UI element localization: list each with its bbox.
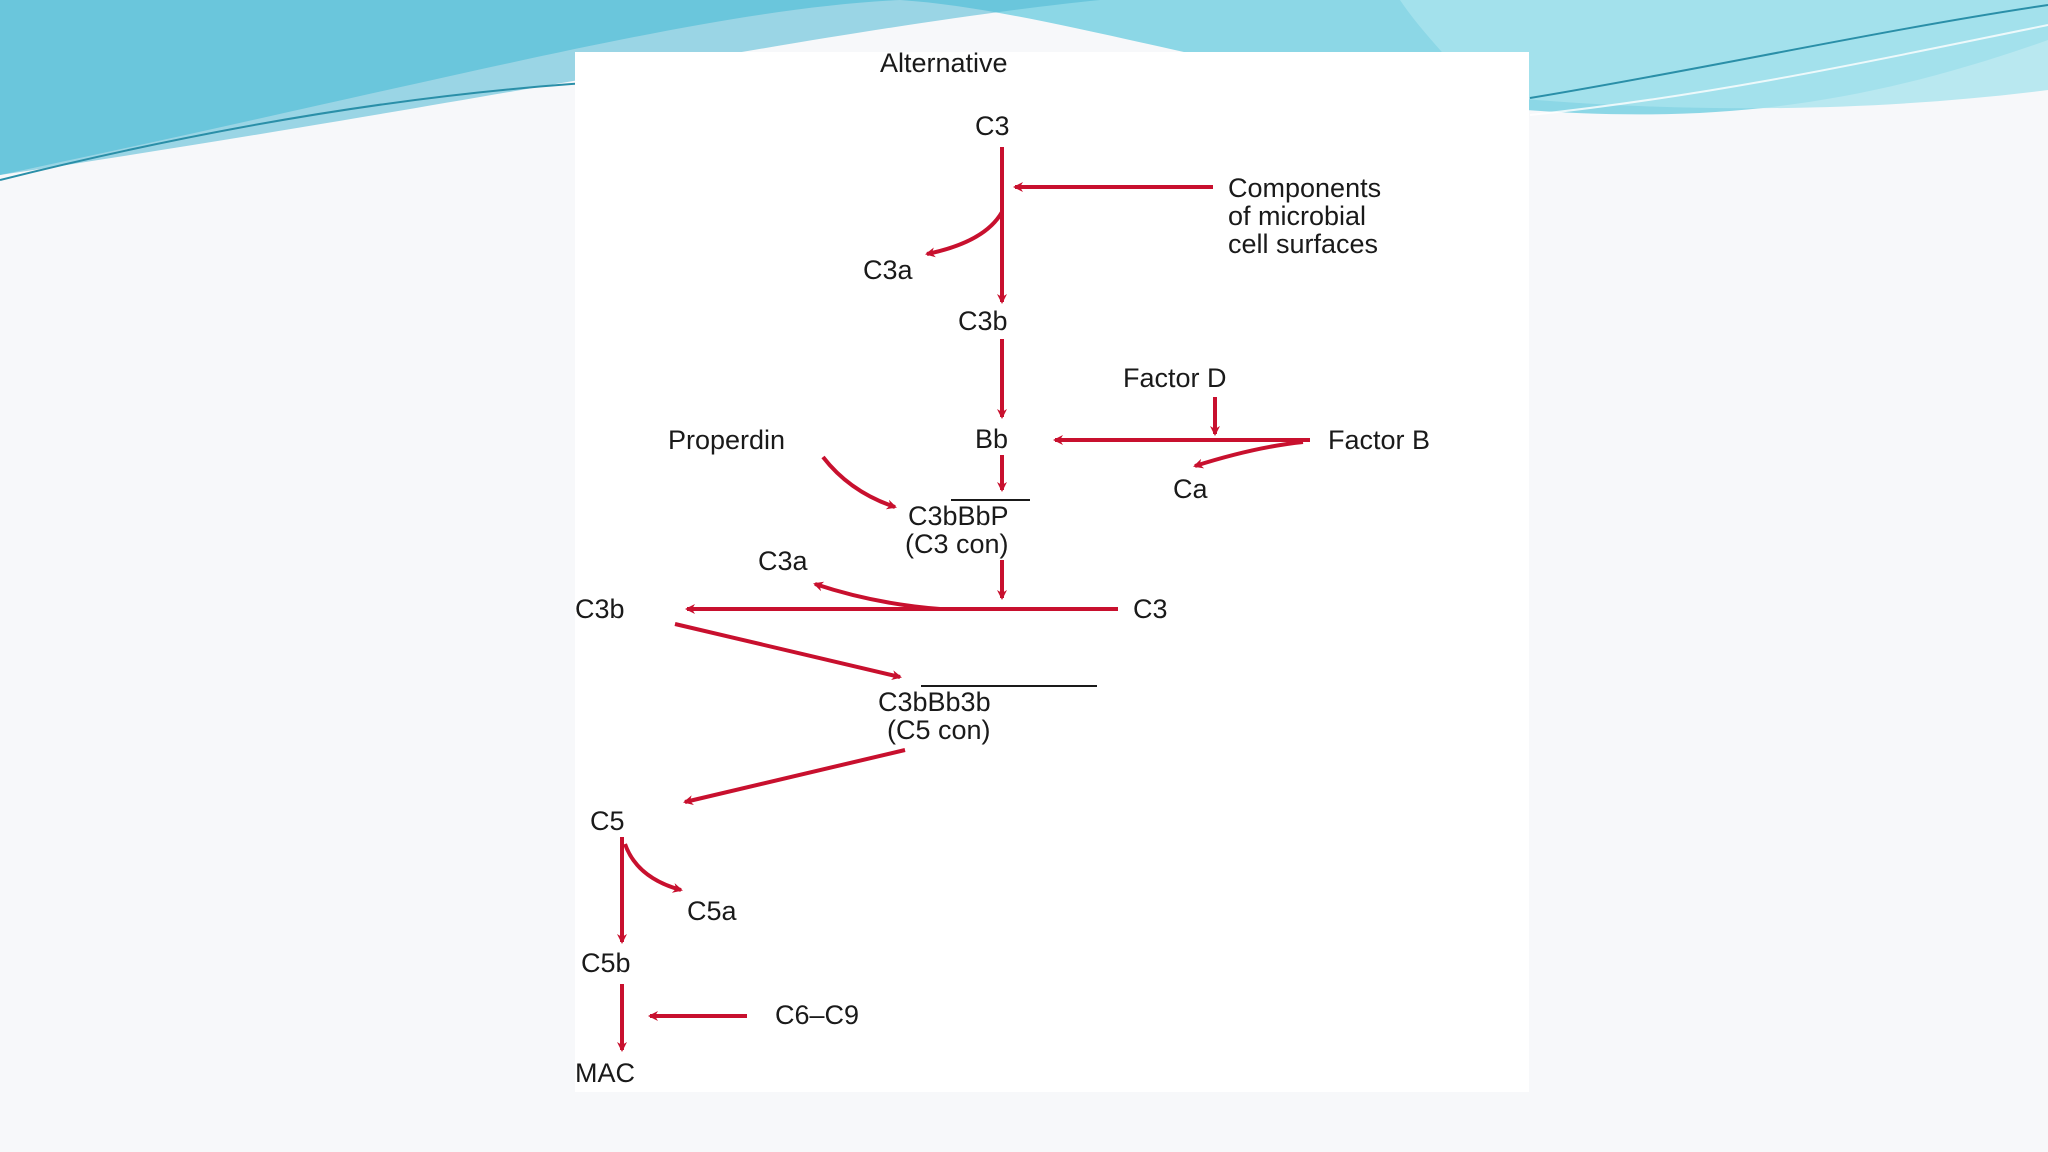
node-c5: C5	[590, 806, 625, 836]
wave-line-right	[1529, 4, 2048, 99]
node-c5-con: (C5 con)	[887, 715, 991, 745]
node-factor-d: Factor D	[1123, 363, 1227, 393]
node-c6-c9: C6–C9	[775, 1000, 859, 1030]
node-ca: Ca	[1173, 474, 1208, 504]
wave-line-left	[0, 79, 641, 181]
node-c3b-top: C3b	[958, 306, 1008, 336]
arrow-to-c3a-mid	[813, 581, 941, 611]
node-c5b: C5b	[581, 948, 631, 978]
node-components-3: cell surfaces	[1228, 229, 1378, 259]
arrow-properdin	[821, 455, 897, 510]
node-factor-b: Factor B	[1328, 425, 1430, 455]
labels: Alternative C3 Components of microbial c…	[575, 52, 1430, 1088]
node-components-2: of microbial	[1228, 201, 1366, 231]
node-c3a-top: C3a	[863, 255, 914, 285]
node-c3b-mid: C3b	[575, 594, 625, 624]
wave-line-right-2	[1529, 24, 2048, 116]
node-mac: MAC	[575, 1058, 635, 1088]
diagram-title: Alternative	[880, 52, 1008, 78]
alternative-pathway-diagram: Alternative C3 Components of microbial c…	[575, 52, 1430, 1088]
arrow-c5-to-c5a	[623, 843, 683, 893]
node-components-1: Components	[1228, 173, 1381, 203]
node-c3-con: (C3 con)	[905, 529, 1009, 559]
arrow-factor-b-to-ca	[1193, 440, 1304, 469]
arrow-c3-to-c3a	[925, 210, 1004, 258]
node-c3a-mid: C3a	[758, 546, 809, 576]
arrow-c5con-to-c5	[683, 748, 906, 806]
node-c3-convertase: C3bBbP	[908, 501, 1009, 531]
node-c3-mid: C3	[1133, 594, 1168, 624]
node-c5a: C5a	[687, 896, 738, 926]
diagram-panel: Alternative C3 Components of microbial c…	[575, 52, 1529, 1092]
arrow-c3b-to-c5con	[674, 622, 902, 681]
header-wave-light	[1400, 0, 2048, 109]
node-c5-convertase: C3bBb3b	[878, 687, 991, 717]
header-wave-dark	[0, 0, 1100, 175]
node-properdin: Properdin	[668, 425, 785, 455]
arrows	[617, 147, 1310, 1052]
node-c3: C3	[975, 111, 1010, 141]
node-bb: Bb	[975, 424, 1008, 454]
